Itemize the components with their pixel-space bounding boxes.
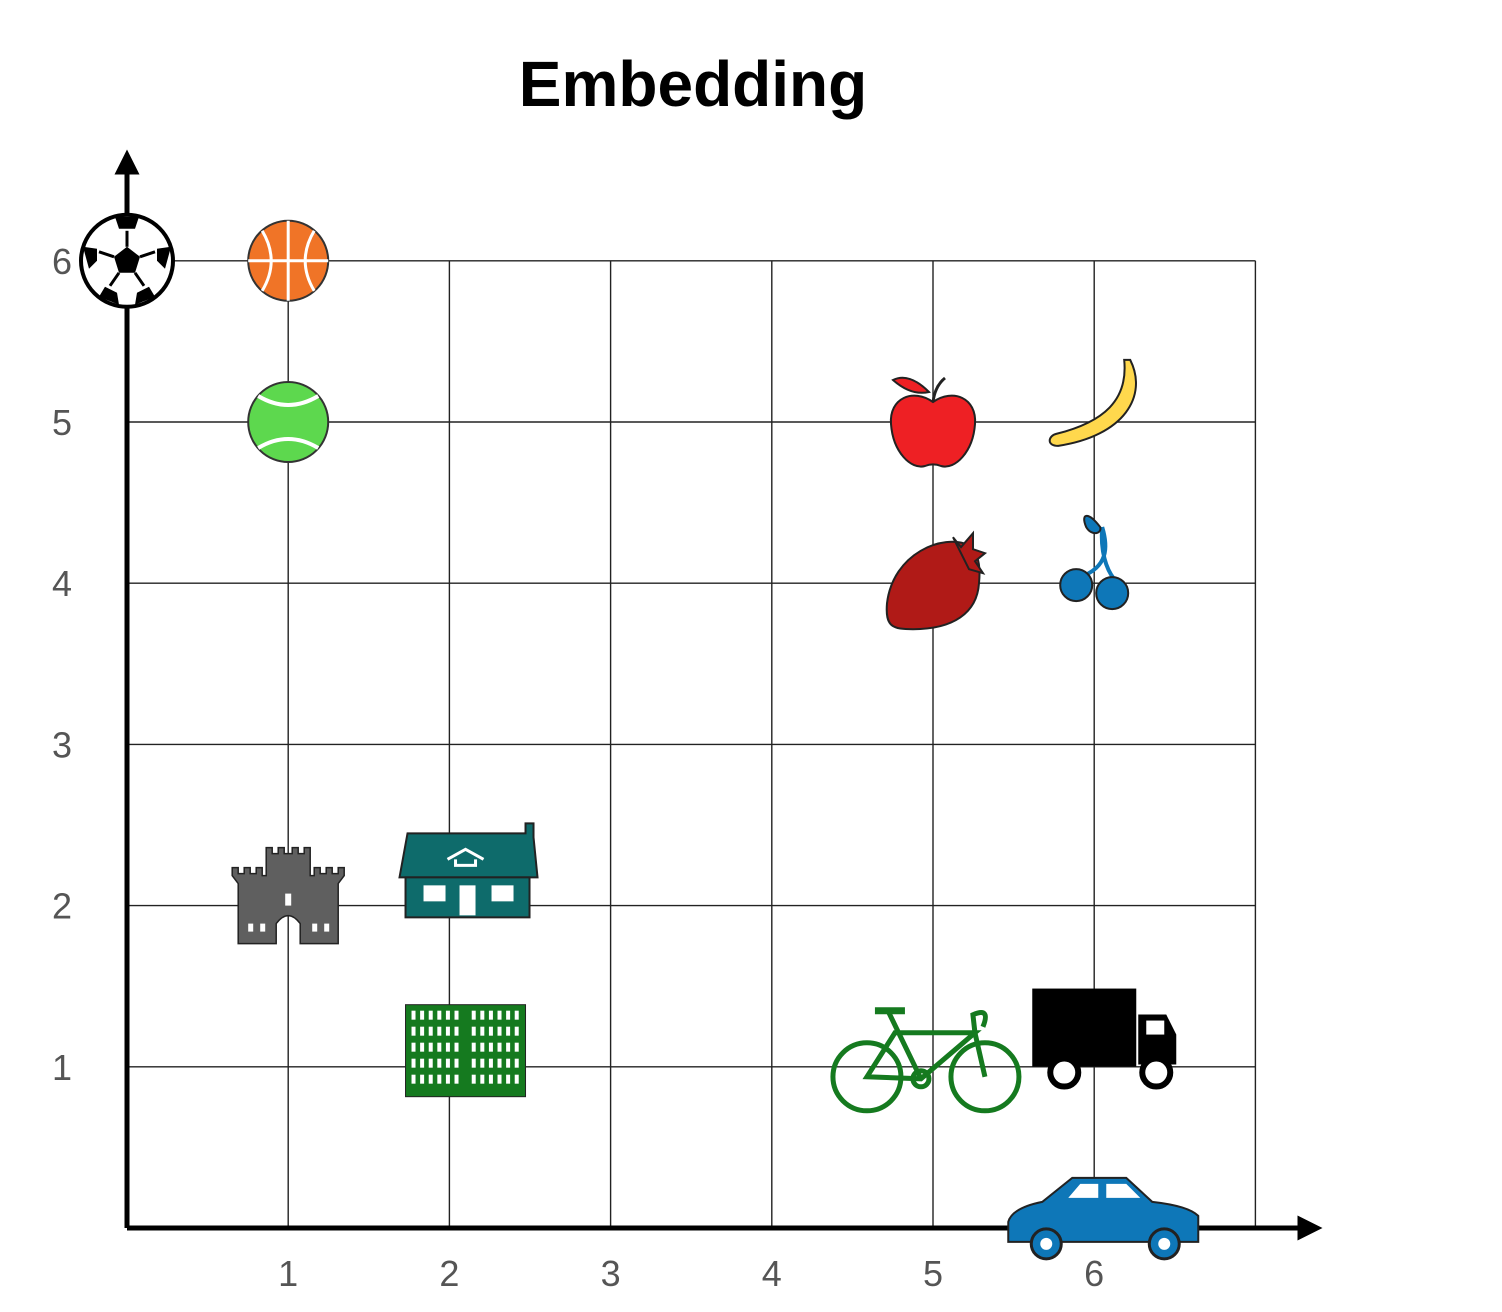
tennis-ball-icon xyxy=(246,380,331,464)
x-tick-label: 3 xyxy=(601,1253,621,1294)
basketball-icon xyxy=(246,219,330,303)
y-tick-label: 1 xyxy=(52,1047,72,1088)
car-icon xyxy=(1006,1176,1200,1261)
x-tick-label: 2 xyxy=(439,1253,459,1294)
soccer-ball-icon xyxy=(79,212,175,309)
x-tick-label: 5 xyxy=(923,1253,943,1294)
y-tick-label: 3 xyxy=(52,724,72,765)
x-tick-label: 6 xyxy=(1084,1253,1104,1294)
bicycle-icon xyxy=(833,1011,1019,1111)
x-tick-label: 4 xyxy=(762,1253,782,1294)
y-tick-label: 4 xyxy=(52,563,72,604)
strawberry-icon xyxy=(885,532,986,631)
y-tick-label: 2 xyxy=(52,886,72,927)
banana-icon xyxy=(1048,358,1137,447)
x-tick-label: 1 xyxy=(278,1253,298,1294)
y-tick-label: 6 xyxy=(52,241,72,282)
house-icon xyxy=(398,821,540,919)
y-tick-label: 5 xyxy=(52,402,72,443)
apartment-building-icon xyxy=(405,1004,527,1098)
chart-title: Embedding xyxy=(519,48,867,120)
truck-icon xyxy=(1032,989,1176,1087)
